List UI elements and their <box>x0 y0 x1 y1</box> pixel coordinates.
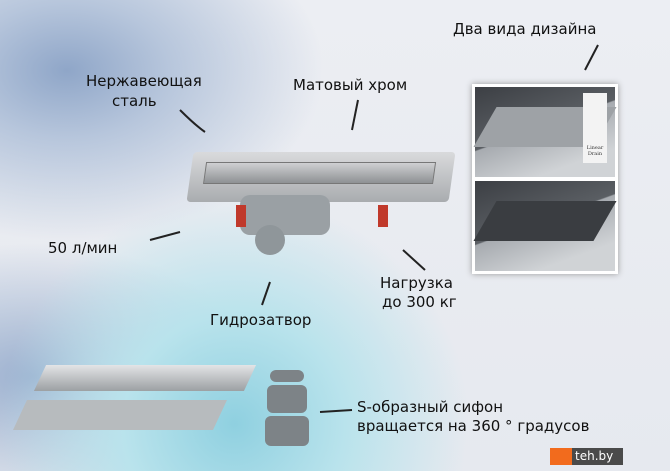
arrow-designs <box>584 44 599 71</box>
label-chrome: Матовый хром <box>293 76 408 94</box>
siphon-parts <box>262 370 312 455</box>
arrow-steel <box>179 109 206 133</box>
arrow-flow <box>149 231 181 241</box>
label-flow: 50 л/мин <box>48 239 118 257</box>
drain-body <box>240 195 330 235</box>
label-designs: Два вида дизайна <box>453 20 597 38</box>
product-card-text: Linear Drain <box>586 145 604 157</box>
design-photo-1: Linear Drain <box>473 87 617 177</box>
drain-kit-photo <box>13 350 257 450</box>
leg-foot <box>378 205 388 227</box>
watermark-text: teh.by <box>572 448 624 465</box>
label-siphon-2: вращается на 360 ° градусов <box>357 417 590 435</box>
label-siphon-1: S-образный сифон <box>357 398 504 416</box>
product-card: Linear Drain <box>583 93 607 163</box>
drain-outlet <box>255 225 285 255</box>
arrow-trap <box>261 281 271 306</box>
leg-foot <box>236 205 246 227</box>
watermark-logo <box>550 448 572 465</box>
label-steel-2: сталь <box>112 92 157 110</box>
drain-grate <box>203 162 437 184</box>
design-photo-2 <box>473 181 617 271</box>
arrow-siphon <box>319 409 353 413</box>
label-load-2: до 300 кг <box>382 293 457 311</box>
arrow-chrome <box>351 99 359 131</box>
label-trap: Гидрозатвор <box>210 311 312 329</box>
label-load-1: Нагрузка <box>380 274 453 292</box>
label-steel-1: Нержавеющая <box>86 72 202 90</box>
arrow-load <box>402 249 426 271</box>
design-photos: Linear Drain <box>472 84 618 274</box>
watermark: teh.by <box>550 448 624 465</box>
